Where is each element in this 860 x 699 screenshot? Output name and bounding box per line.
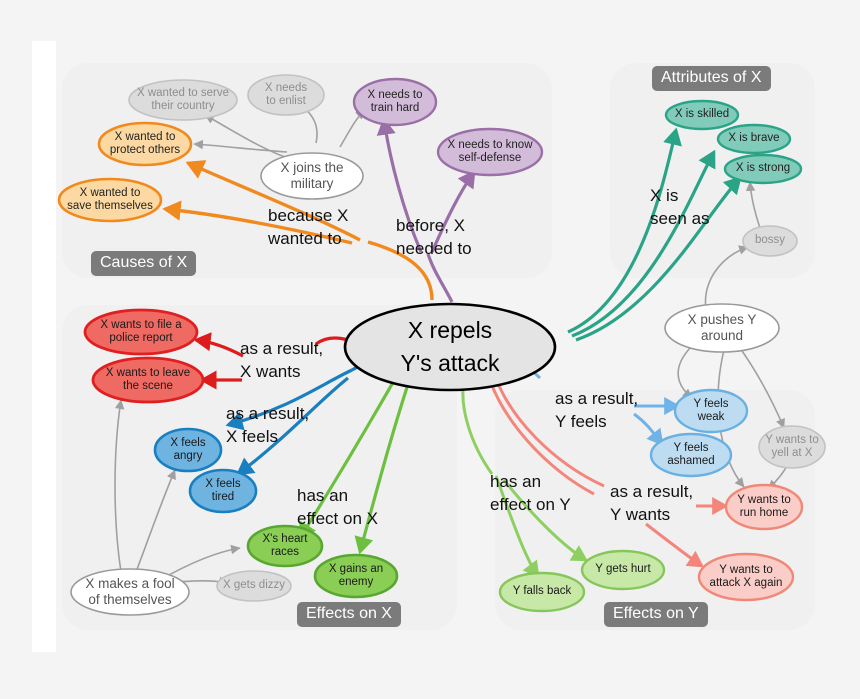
- edge-label-has-an-effect-on-x: has an effect on X: [297, 486, 378, 528]
- node-bossy: [742, 225, 798, 257]
- node-x-file-police-report: [83, 308, 199, 356]
- node-x-makes-fool: [70, 568, 190, 616]
- node-x-gets-dizzy: [216, 570, 292, 602]
- edge-center-heart: [298, 369, 402, 541]
- node-x-wanted-save: [57, 177, 163, 223]
- edge-center-save: [162, 200, 353, 245]
- edge-fool-angry: [135, 469, 176, 573]
- node-y-wants-yell: [758, 425, 826, 469]
- edge-ywants-attack: [645, 522, 704, 568]
- node-x-leave-scene: [91, 356, 205, 404]
- edge-xfeels-angry: [225, 368, 353, 431]
- edge-label-because-x-wanted-to: because X wanted to: [268, 206, 349, 248]
- node-y-feels-ashamed: [649, 432, 733, 478]
- node-y-wants-run-home: [724, 483, 804, 531]
- edge-pushes-bossy: [704, 245, 749, 311]
- edge-label-x-is-seen-as: X is seen as: [650, 186, 710, 228]
- edge-label-before-x-needed-to: before, X needed to: [396, 216, 472, 258]
- node-x-is-brave: [716, 123, 792, 155]
- edge-label-as-a-result-y-wants: as a result, Y wants: [610, 482, 694, 524]
- white-bar-artifact: [32, 41, 56, 652]
- edge-xwants-police: [193, 332, 244, 358]
- edge-center-train: [376, 117, 423, 253]
- panel-attributes: [610, 63, 815, 278]
- edge-xfeels-tired: [235, 376, 349, 476]
- panel-chip-effects-on-y: Effects on Y: [604, 602, 708, 627]
- node-y-falls-back: [498, 571, 586, 613]
- edge-label-as-a-result-x-feels: as a result, X feels: [226, 404, 310, 446]
- node-x-wanted-serve: [128, 79, 238, 121]
- node-x-pushes-y-around: [664, 303, 780, 353]
- edge-pushes-yyell: [739, 347, 785, 429]
- edge-center-strong: [575, 176, 742, 342]
- node-x-feels-tired: [188, 468, 258, 514]
- node-x-heart-races: [246, 524, 324, 568]
- node-x-is-strong: [723, 153, 803, 185]
- edge-center-purple-trunk: [426, 253, 454, 303]
- edge-center-brave: [571, 149, 716, 338]
- node-y-gets-hurt: [580, 549, 666, 591]
- edge-center-skilled: [567, 127, 682, 334]
- edge-bossy-strong: [745, 181, 761, 229]
- panel-chip-causes-of-x: Causes of X: [91, 251, 197, 276]
- edge-center-yfalls: [494, 475, 540, 578]
- edge-label-as-a-result-x-wants: as a result, X wants: [240, 339, 324, 381]
- edge-center-yhurt: [502, 479, 589, 562]
- node-x-needs-train: [352, 77, 438, 127]
- panel-chip-effects-on-x: Effects on X: [297, 602, 401, 627]
- edge-label-as-a-result-y-feels: as a result, Y feels: [555, 389, 639, 431]
- edge-center-orange-trunk: [367, 240, 434, 301]
- node-y-wants-attack-again: [697, 552, 795, 602]
- node-y-feels-weak: [673, 388, 749, 434]
- node-x-wanted-protect: [97, 121, 193, 167]
- edge-center-protect: [185, 160, 361, 242]
- edge-center-enemy: [354, 371, 414, 555]
- edge-center-selfdef: [430, 169, 476, 253]
- edge-fool-heart: [159, 544, 241, 581]
- edge-military-protect: [193, 139, 288, 153]
- node-x-gains-enemy: [313, 553, 399, 599]
- edge-label-has-an-effect-on-y: has an effect on Y: [490, 472, 571, 514]
- node-x-is-skilled: [664, 99, 740, 131]
- panel-chip-attributes-of-x: Attributes of X: [652, 66, 771, 91]
- edge-center-red-trunk: [315, 336, 349, 346]
- node-x-feels-angry: [153, 427, 223, 473]
- node-center-x-repels-y-attack: [343, 302, 557, 392]
- edge-fool-leave: [114, 399, 125, 573]
- node-x-needs-selfdefense: [436, 127, 544, 177]
- node-x-needs-enlist: [247, 74, 325, 116]
- node-x-joins-military: [260, 152, 364, 200]
